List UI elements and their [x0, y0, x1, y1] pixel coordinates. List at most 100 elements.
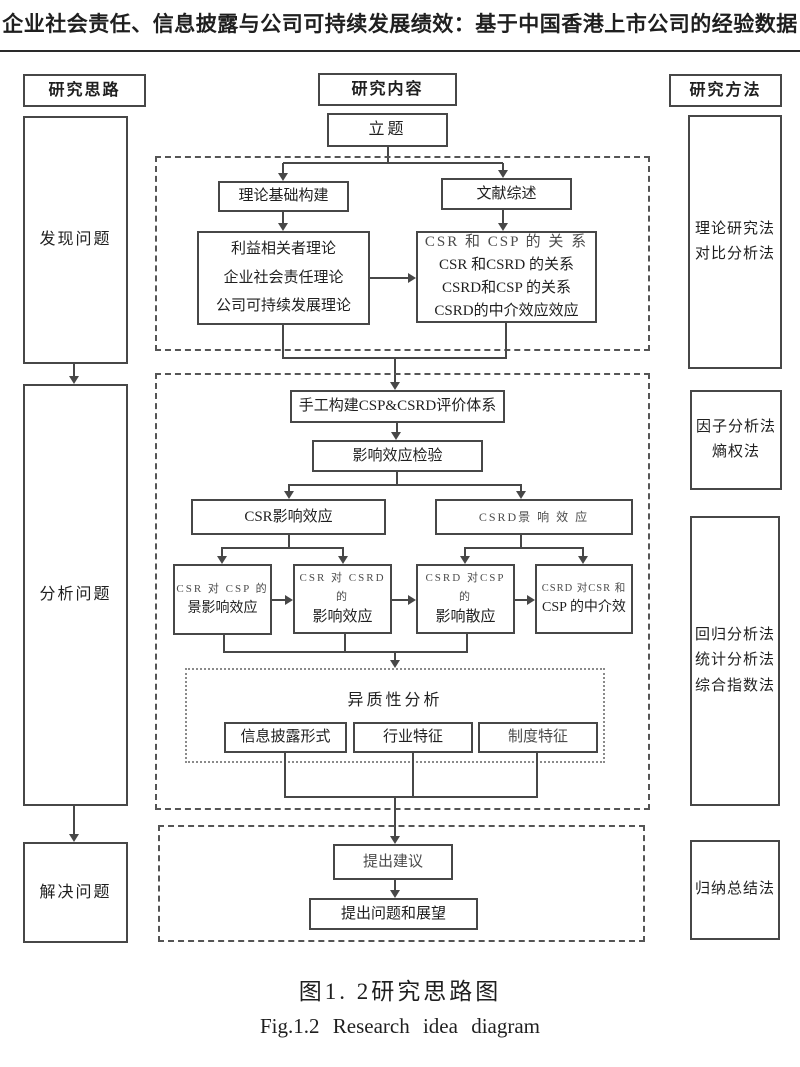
connector [394, 652, 396, 660]
connector [582, 548, 584, 556]
effect-box-line: CSR 对 CSP 的 [176, 582, 269, 595]
connector [283, 162, 503, 164]
relation-item: CSR 和CSRD 的关系 [438, 256, 575, 273]
relation-item: CSRD和CSP 的关系 [441, 280, 572, 296]
connector [412, 753, 414, 798]
section-conclusions [158, 825, 645, 942]
stage-analyze-problem: 分析问题 [23, 384, 128, 806]
arrow-down-icon [278, 223, 288, 231]
arrow-down-icon [217, 556, 227, 564]
method-box-regression-statistics: 回归分析法 统计分析法 综合指数法 [690, 516, 780, 806]
arrow-down-icon [278, 173, 288, 181]
relation-item: CSR 和 CSP 的 关 系 [424, 233, 589, 250]
method-item: 统计分析法 [694, 652, 775, 669]
arrow-down-icon [390, 836, 400, 844]
arrow-down-icon [390, 382, 400, 390]
stage-discover-problem: 发现问题 [23, 116, 128, 364]
document-title: 企业社会责任、信息披露与公司可持续发展绩效：基于中国香港上市公司的经验数据 [2, 12, 798, 36]
arrow-right-icon [285, 595, 293, 605]
connector [387, 147, 389, 164]
arrow-down-icon [498, 223, 508, 231]
method-box-factor-entropy: 因子分析法 熵权法 [690, 390, 782, 490]
heterogeneity-item-industry: 行业特征 [353, 722, 473, 753]
method-item: 归纳总结法 [694, 881, 775, 898]
heterogeneity-box [185, 668, 605, 763]
arrow-down-icon [460, 556, 470, 564]
theory-foundation-box: 理论基础构建 [218, 181, 349, 212]
left-column-header: 研究思路 [23, 74, 146, 107]
effect-box-line: 影响效应 [312, 609, 373, 626]
arrow-right-icon [527, 595, 535, 605]
effect-box-line: 影响散应 [435, 609, 496, 626]
connector [221, 547, 344, 549]
connector [466, 634, 468, 653]
arrow-right-icon [408, 595, 416, 605]
stage-solve-problem: 解决问题 [23, 842, 128, 943]
connector [223, 635, 225, 653]
connector [223, 651, 468, 653]
topic-box: 立题 [327, 113, 448, 147]
connector [288, 484, 522, 486]
method-item: 理论研究法 [694, 220, 775, 237]
connector [288, 535, 290, 549]
connector [464, 547, 584, 549]
literature-review-box: 文献综述 [441, 178, 572, 210]
effect-test-box: 影响效应检验 [312, 440, 483, 472]
method-item: 因子分析法 [695, 418, 776, 435]
connector [536, 753, 538, 798]
connector [284, 753, 286, 798]
outlook-box: 提出问题和展望 [309, 898, 478, 930]
theories-box: 利益相关者理论 企业社会责任理论 公司可持续发展理论 [197, 231, 370, 325]
csrd-effect-box: CSRD景 响 效 应 [435, 499, 633, 535]
connector [520, 485, 522, 491]
effect-box-csr-csp: CSR 对 CSP 的 景影响效应 [173, 564, 272, 635]
effect-box-line: 景影响效应 [187, 601, 258, 617]
connector [282, 163, 284, 173]
connector [342, 548, 344, 556]
connector [370, 277, 408, 279]
heterogeneity-item-institution: 制度特征 [478, 722, 598, 753]
arrow-down-icon [69, 834, 79, 842]
effect-box-line: CSP 的中介效 [542, 600, 626, 616]
arrow-right-icon [408, 273, 416, 283]
effect-box-mediation: CSRD 对CSR 和 CSP 的中介效 [535, 564, 633, 634]
arrow-down-icon [516, 491, 526, 499]
heterogeneity-item-disclosure-form: 信息披露形式 [224, 722, 347, 753]
connector [464, 548, 466, 556]
effect-box-csrd-csp: CSRD 对CSP 的 影响散应 [416, 564, 515, 634]
heterogeneity-title: 异质性分析 [347, 692, 443, 709]
evaluation-system-box: 手工构建CSP&CSRD评价体系 [290, 390, 505, 423]
connector [396, 423, 398, 432]
connector [221, 548, 223, 556]
arrow-down-icon [390, 660, 400, 668]
relations-box: CSR 和 CSP 的 关 系 CSR 和CSRD 的关系 CSRD和CSP 的… [416, 231, 597, 323]
theory-item: 企业社会责任理论 [223, 269, 344, 286]
figure-caption-zh: 图1. 2研究思路图 [298, 979, 502, 1004]
arrow-down-icon [391, 432, 401, 440]
arrow-down-icon [498, 170, 508, 178]
arrow-down-icon [338, 556, 348, 564]
connector [394, 797, 396, 836]
section-theory-literature [155, 156, 650, 351]
connector [288, 485, 290, 491]
csr-effect-box: CSR影响效应 [191, 499, 386, 535]
effect-box-csr-csrd: CSR 对 CSRD 的 影响效应 [293, 564, 392, 634]
connector [394, 880, 396, 890]
method-item: 综合指数法 [694, 677, 775, 694]
section-empirical-analysis [155, 373, 650, 810]
figure-caption-en: Fig.1.2 Research idea diagram [260, 1014, 540, 1038]
connector [284, 796, 538, 798]
arrow-down-icon [69, 376, 79, 384]
connector [282, 212, 284, 223]
arrow-down-icon [578, 556, 588, 564]
method-box-theory-comparison: 理论研究法 对比分析法 [688, 115, 782, 369]
middle-column-header: 研究内容 [318, 73, 457, 106]
effect-box-line: CSRD 对CSP 的 [425, 572, 506, 603]
connector [502, 163, 504, 170]
method-item: 回归分析法 [694, 626, 775, 643]
arrow-down-icon [284, 491, 294, 499]
connector [282, 325, 284, 359]
theory-item: 利益相关者理论 [230, 241, 336, 258]
arrow-down-icon [390, 890, 400, 898]
